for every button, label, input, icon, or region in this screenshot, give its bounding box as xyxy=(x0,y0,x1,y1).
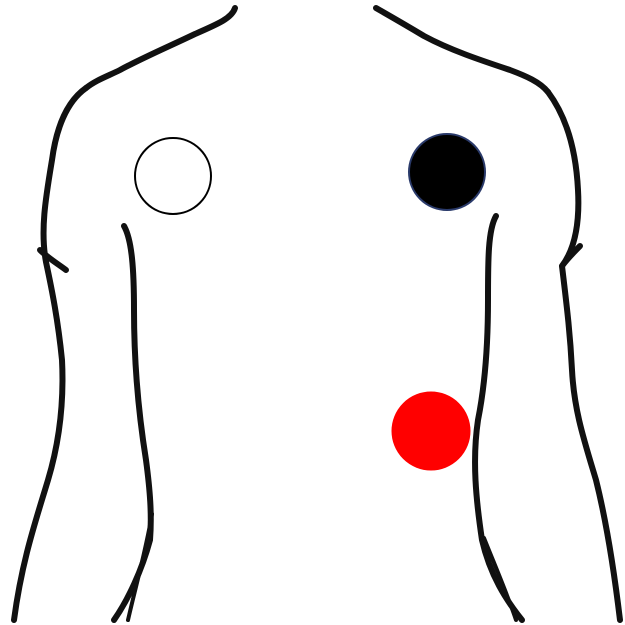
right-chest-marker xyxy=(135,138,211,214)
torso-outline xyxy=(14,8,620,620)
body-markers xyxy=(135,134,485,470)
left-flank-marker xyxy=(392,392,470,470)
right-lower-arm-line xyxy=(484,538,516,620)
left-neck-shoulder-line xyxy=(86,8,235,88)
right-neck-shoulder-line xyxy=(376,8,548,92)
right-outer-arm-line xyxy=(548,92,620,620)
right-inner-arm-line xyxy=(475,216,522,620)
left-lower-arm-line xyxy=(128,514,152,620)
left-inner-arm-line xyxy=(114,226,151,620)
left-chest-marker xyxy=(409,134,485,210)
left-outer-arm-line xyxy=(14,88,86,620)
